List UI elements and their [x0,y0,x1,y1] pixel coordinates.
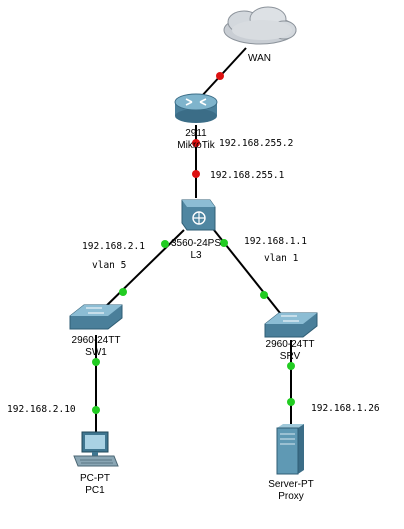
link-wan-router[interactable] [199,47,247,99]
router-name: MikroTik [177,140,215,151]
port-dot-srv-down [287,362,295,370]
ip-l3-left: 192.168.2.1 [82,241,145,252]
port-dot-sw1-down [92,358,100,366]
port-dot-srv-up [260,291,268,299]
wan-cloud[interactable]: WAN [223,6,297,64]
port-dot-proxy [287,398,295,406]
router-icon [174,93,218,123]
proxy-name: Proxy [278,491,304,502]
srv-model: 2960-24TT [266,339,315,350]
pc-pc1[interactable]: PC-PT PC1 [73,431,119,496]
pc-icon [73,431,119,467]
switch-icon [264,312,318,338]
port-dot-sw1-up [119,288,127,296]
pc1-name: PC1 [85,485,105,496]
router-model: 2911 [185,128,207,139]
ip-router-up: 192.168.255.2 [219,138,293,149]
switch-sw1[interactable]: 2960-24TT SW1 [69,304,123,358]
srv-name: SRV [280,351,301,362]
ip-proxy: 192.168.1.26 [311,403,380,414]
router-mikrotik[interactable]: 2911 MikroTik [174,93,218,151]
multilayer-switch-icon [181,199,216,231]
server-icon [276,424,304,475]
server-proxy[interactable]: Server-PT Proxy [268,424,314,502]
switch-srv[interactable]: 2960-24TT SRV [264,312,318,362]
ip-l3-right: 192.168.1.1 [244,236,307,247]
sw1-model: 2960-24TT [72,335,121,346]
l3-name: L3 [190,250,202,261]
l3-model: 3560-24PS [171,238,221,249]
proxy-model: Server-PT [268,479,314,490]
cloud-icon [223,6,297,45]
sw1-name: SW1 [85,347,107,358]
port-dot-l3-right [220,239,228,247]
port-dot-router-up [192,139,200,147]
ip-labels: 192.168.255.2 192.168.255.1 192.168.2.1 … [7,138,380,415]
switch-icon [69,304,123,330]
ip-router-down: 192.168.255.1 [210,170,285,181]
vlan-l3-right: vlan 1 [264,253,299,264]
vlan-l3-left: vlan 5 [92,260,126,271]
port-dot-l3-left [161,240,169,248]
wan-label: WAN [248,53,271,64]
multilayer-switch-l3[interactable]: 3560-24PS L3 [171,199,221,261]
port-dot-router-down [192,170,200,178]
port-dot-wan [216,72,224,80]
ip-pc1: 192.168.2.10 [7,404,76,415]
port-indicators [92,72,295,414]
pc1-model: PC-PT [80,473,110,484]
link-l3-sw1[interactable] [98,229,185,314]
port-dot-pc1 [92,406,100,414]
